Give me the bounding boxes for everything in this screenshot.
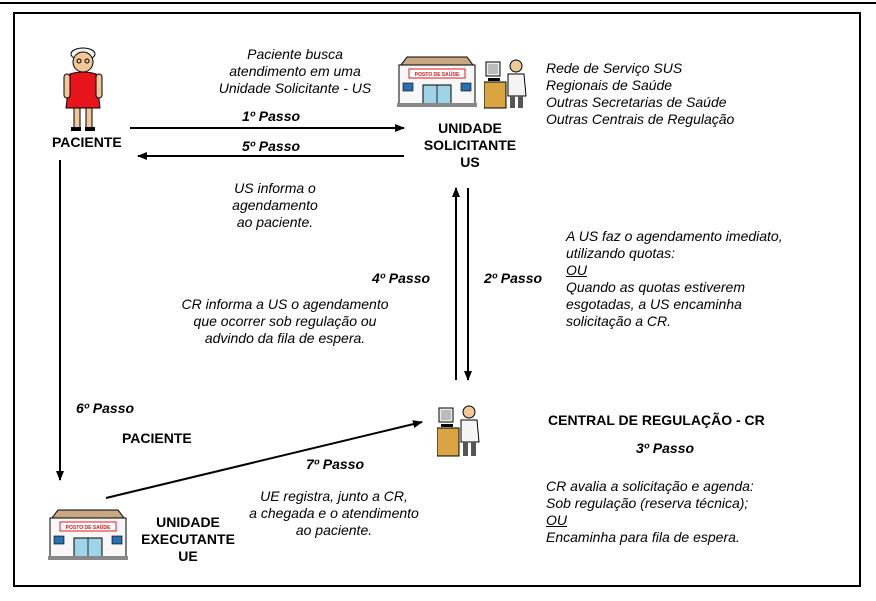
- note-line: Regionais de Saúde: [546, 77, 673, 93]
- note-line: Paciente busca: [247, 46, 343, 62]
- step-3-label: 3º Passo: [636, 440, 695, 456]
- patient-icon: [63, 47, 103, 131]
- note-line: advindo da fila de espera.: [204, 330, 366, 346]
- note-us-agendamento: A US faz o agendamento imediato, utiliza…: [566, 228, 783, 330]
- note-line: CR avalia a solicitação e agenda:: [546, 478, 754, 494]
- us-label-line: US: [460, 154, 480, 170]
- note-line: US informa o: [234, 180, 316, 196]
- arrow-step7: [105, 420, 423, 499]
- note-line: atendimento em uma: [229, 63, 361, 79]
- ue-label-line: UNIDADE: [156, 514, 220, 530]
- top-rule: [0, 2, 876, 4]
- step-6-label: 6º Passo: [76, 400, 135, 416]
- note-rede-servico: Rede de Serviço SUS Regionais de Saúde O…: [546, 60, 734, 128]
- note-line: solicitação a CR.: [566, 313, 672, 329]
- note-us-informa: US informa o agendamento ao paciente.: [210, 180, 340, 231]
- note-line-ou: OU: [566, 262, 587, 278]
- note-line: Encaminha para fila de espera.: [546, 529, 740, 545]
- note-line: CR informa a US o agendamento: [181, 296, 389, 312]
- computer-operator-icon: [484, 59, 527, 109]
- note-line: Rede de Serviço SUS: [546, 60, 683, 76]
- step-5-label: 5º Passo: [242, 138, 301, 154]
- note-paciente-busca: Paciente busca atendimento em uma Unidad…: [180, 46, 410, 97]
- diagram-frame: [13, 12, 861, 587]
- step-2-label: 2º Passo: [484, 270, 543, 286]
- paciente-label: PACIENTE: [52, 134, 122, 150]
- us-label-line: UNIDADE: [438, 120, 502, 136]
- note-cr-informa: CR informa a US o agendamento que ocorre…: [160, 296, 410, 347]
- note-line-ou: OU: [546, 512, 567, 528]
- us-label: UNIDADE SOLICITANTE US: [410, 120, 530, 171]
- cr-title: CENTRAL DE REGULAÇÃO - CR: [548, 412, 765, 428]
- note-line: ao paciente.: [236, 214, 314, 230]
- note-ue-registra: UE registra, junto a CR, a chegada e o a…: [224, 488, 444, 539]
- note-line: Unidade Solicitante - US: [218, 80, 372, 96]
- step-4-label: 4º Passo: [372, 270, 431, 286]
- note-line: UE registra, junto a CR,: [260, 488, 408, 504]
- note-line: Outras Centrais de Regulação: [546, 111, 735, 127]
- building-sign-text: POSTO DE SAÚDE: [415, 71, 460, 78]
- ue-label: UNIDADE EXECUTANTE UE: [128, 514, 248, 565]
- note-line: esgotadas, a US encaminha: [566, 296, 742, 312]
- note-line: Quando as quotas estiverem: [566, 279, 745, 295]
- note-cr-avalia: CR avalia a solicitação e agenda: Sob re…: [546, 478, 754, 546]
- ue-label-line: EXECUTANTE: [141, 531, 235, 547]
- health-post-icon: POSTO DE SAÚDE: [48, 509, 128, 560]
- health-post-icon: POSTO DE SAÚDE: [397, 56, 477, 107]
- step-7-label: 7º Passo: [306, 456, 365, 472]
- note-line: ao paciente.: [295, 522, 373, 538]
- note-line: Outras Secretarias de Saúde: [546, 94, 727, 110]
- step-1-label: 1º Passo: [242, 108, 301, 124]
- note-line: A US faz o agendamento imediato,: [566, 228, 783, 244]
- note-line: utilizando quotas:: [566, 245, 675, 261]
- note-line: agendamento: [232, 197, 318, 213]
- us-label-line: SOLICITANTE: [423, 137, 517, 153]
- paciente-label-secondary: PACIENTE: [122, 430, 192, 446]
- computer-operator-icon: [437, 405, 480, 457]
- ue-label-line: UE: [178, 548, 198, 564]
- building-sign-text: POSTO DE SAÚDE: [66, 524, 111, 531]
- note-line: que ocorrer sob regulação ou: [193, 313, 377, 329]
- note-line: a chegada e o atendimento: [249, 505, 419, 521]
- note-line: Sob regulação (reserva técnica);: [546, 495, 749, 511]
